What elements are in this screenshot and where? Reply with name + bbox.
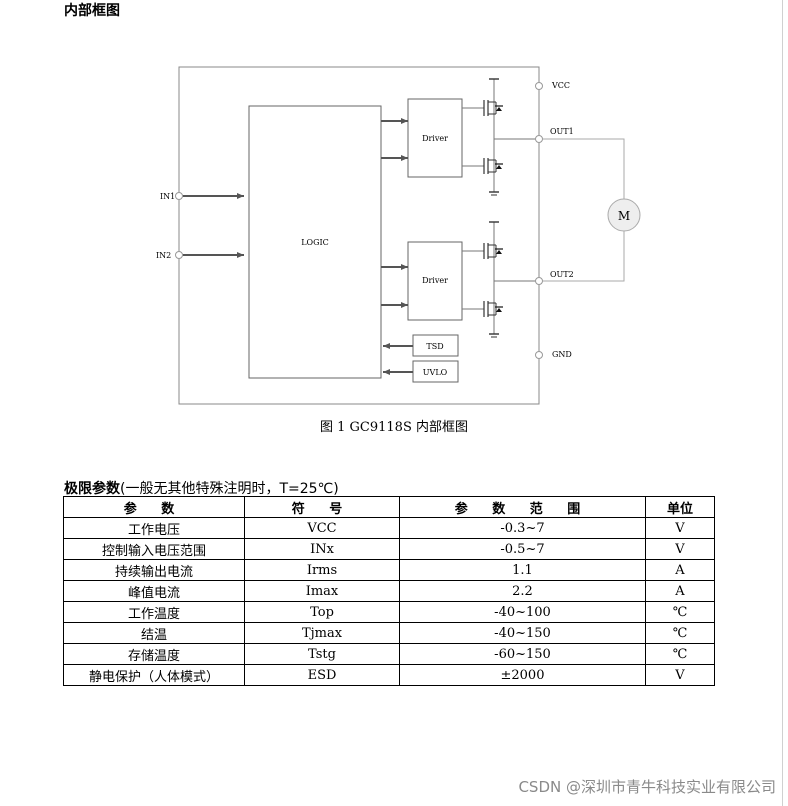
driver-top-block [407, 98, 463, 178]
logic-label: LOGIC [301, 238, 329, 247]
table-title-note: (一般无其他特殊注明时，T=25℃) [120, 481, 339, 497]
cell-range: -60~150 [399, 643, 646, 665]
cell-symbol: Tjmax [244, 622, 400, 644]
cell-range: -40~100 [399, 601, 646, 623]
page-edge-rule [782, 0, 783, 806]
vcc-pin [535, 82, 543, 90]
cell-parameter: 工作电压 [63, 517, 245, 539]
cell-symbol: Tstg [244, 643, 400, 665]
cell-range: 2.2 [399, 580, 646, 602]
cell-unit: ℃ [645, 601, 715, 623]
driver-bottom-label: Driver [422, 276, 448, 285]
out2-label: OUT2 [550, 270, 574, 279]
header-range: 参 数 范 围 [399, 496, 646, 518]
figure-caption: 图 1 GC9118S 内部框图 [320, 420, 468, 435]
in1-label: IN1 [160, 192, 175, 201]
header-symbol: 符 号 [244, 496, 400, 518]
motor-symbol [607, 198, 641, 232]
cell-symbol: VCC [244, 517, 400, 539]
cell-symbol: Top [244, 601, 400, 623]
out1-pin [535, 135, 543, 143]
cell-symbol: Irms [244, 559, 400, 581]
watermark: CSDN @深圳市青牛科技实业有限公司 [518, 778, 776, 796]
cell-parameter: 结温 [63, 622, 245, 644]
block-diagram: LOGIC Driver Driver TSD UVLO IN1 IN2 VCC [156, 66, 641, 405]
cell-parameter: 工作温度 [63, 601, 245, 623]
cell-unit: A [645, 580, 715, 602]
uvlo-label: UVLO [423, 368, 448, 377]
cell-unit: ℃ [645, 622, 715, 644]
driver-top-label: Driver [422, 134, 448, 143]
cell-symbol: Imax [244, 580, 400, 602]
cell-parameter: 存储温度 [63, 643, 245, 665]
cell-unit: V [645, 517, 715, 539]
in1-pin [175, 192, 183, 200]
cell-range: -0.5~7 [399, 538, 646, 560]
gnd-label: GND [552, 350, 572, 359]
cell-unit: V [645, 538, 715, 560]
vcc-label: VCC [551, 81, 570, 90]
cell-parameter: 静电保护（人体模式） [63, 664, 245, 686]
logic-block [248, 105, 382, 379]
table-title: 极限参数(一般无其他特殊注明时，T=25℃) [64, 478, 339, 498]
cell-unit: V [645, 664, 715, 686]
cell-symbol: ESD [244, 664, 400, 686]
cell-parameter: 持续输出电流 [63, 559, 245, 581]
cell-symbol: INx [244, 538, 400, 560]
cell-range: -0.3~7 [399, 517, 646, 539]
chip-outline [178, 66, 540, 405]
cell-range: -40~150 [399, 622, 646, 644]
in2-label: IN2 [156, 251, 171, 260]
out1-label: OUT1 [550, 127, 574, 136]
header-unit: 单位 [645, 496, 715, 518]
table-header-row: 参 数 符 号 参 数 范 围 单位 [63, 496, 715, 518]
in2-pin [175, 251, 183, 259]
gnd-pin [535, 351, 543, 359]
cell-unit: A [645, 559, 715, 581]
cell-parameter: 峰值电流 [63, 580, 245, 602]
out2-pin [535, 277, 543, 285]
section-title: 内部框图 [64, 3, 120, 19]
cell-parameter: 控制输入电压范围 [63, 538, 245, 560]
cell-range: 1.1 [399, 559, 646, 581]
driver-bottom-block [407, 241, 463, 321]
header-parameter: 参 数 [63, 496, 245, 518]
motor-label: M [618, 209, 630, 223]
tsd-label: TSD [426, 342, 443, 351]
cell-range: ±2000 [399, 664, 646, 686]
cell-unit: ℃ [645, 643, 715, 665]
table-title-bold: 极限参数 [64, 481, 120, 497]
